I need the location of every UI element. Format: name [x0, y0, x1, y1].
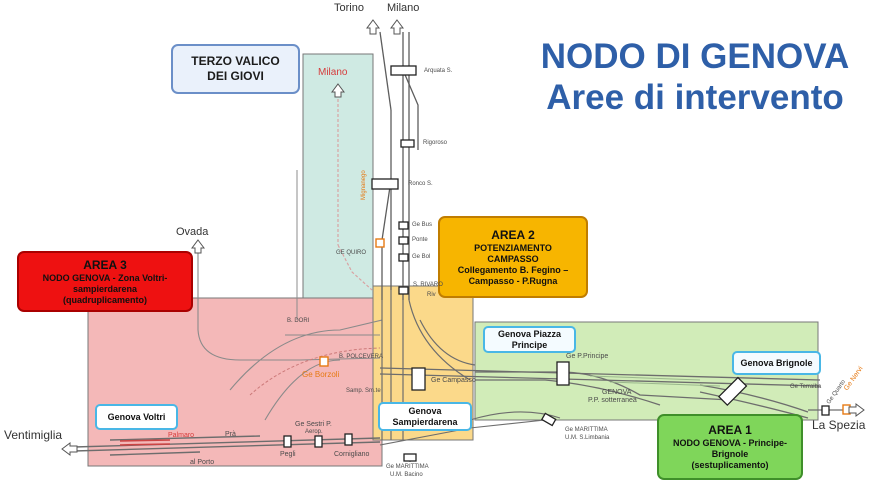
station-ge-bus: Ge Bus	[412, 222, 432, 229]
label-sampier-line1: Genova	[408, 406, 441, 417]
area3-line3: (quadruplicamento)	[63, 295, 147, 306]
station-ge-marittima: Ge MARITTIMA	[565, 427, 608, 434]
station-arquata: Arquata S.	[424, 68, 452, 75]
station-ge-quiliano: GE QUIRO	[336, 250, 366, 257]
area2-line4: Campasso - P.Rugna	[469, 276, 558, 287]
station-um-slimbania: U.M. S.Limbania	[565, 435, 609, 442]
area1-line3: (sestuplicamento)	[691, 460, 768, 471]
label-genova-sampierdarena: Genova Sampierdarena	[378, 402, 472, 431]
area1-heading: AREA 1	[708, 423, 752, 437]
station-ge-terralba: Ge Terralba	[790, 384, 821, 391]
station-ronco: Ronco S.	[408, 181, 433, 188]
station-al-porto: al Porto	[190, 459, 214, 466]
area2-line1: POTENZIAMENTO	[474, 243, 552, 254]
area1-line1: NODO GENOVA - Principe-	[673, 438, 787, 449]
station-genova-pp: GENOVA	[602, 389, 631, 396]
area2-box: AREA 2 POTENZIAMENTO CAMPASSO Collegamen…	[438, 216, 588, 298]
station-aerop: Aerop.	[305, 429, 323, 436]
label-genova-brignole: Genova Brignole	[732, 351, 821, 375]
station-pra: Prà	[225, 431, 236, 438]
label-brignole-text: Genova Brignole	[740, 358, 812, 369]
area1-line2: Brignole	[712, 449, 749, 460]
terzo-valico-box: TERZO VALICO DEI GIOVI	[171, 44, 300, 94]
destination-ovada: Ovada	[176, 226, 208, 238]
area3-heading: AREA 3	[83, 258, 127, 272]
destination-torino: Torino	[334, 2, 364, 14]
destination-la-spezia: La Spezia	[812, 419, 865, 431]
area2-line3: Collegamento B. Fegino –	[458, 265, 569, 276]
station-b-dori: B. DORI	[287, 318, 309, 325]
terzo-valico-line2: DEI GIOVI	[207, 69, 264, 84]
station-s-rivaro: S. RIVARO	[413, 282, 443, 289]
label-piazza-line2: Principe	[512, 340, 548, 351]
label-piazza-line1: Genova Piazza	[498, 329, 561, 340]
station-ge-borzoli: Ge Borzoli	[302, 371, 339, 378]
station-ge-marittima-bottom: Ge MARITTIMA	[386, 464, 429, 471]
destination-milano-corridor: Milano	[318, 67, 347, 79]
station-pp-sotterranea: P.P. sotterranea	[588, 397, 637, 404]
station-pegli: Pegli	[280, 451, 296, 458]
station-ge-campasso: Ge Campasso	[431, 377, 476, 384]
page-title: NODO DI GENOVA Aree di intervento	[520, 36, 870, 118]
station-ge-sestri: Ge Sestri P.	[295, 421, 332, 428]
destination-ventimiglia: Ventimiglia	[4, 429, 62, 441]
label-genova-voltri-text: Genova Voltri	[108, 412, 166, 423]
station-ponte: Ponte	[412, 237, 428, 244]
area2-heading: AREA 2	[491, 228, 535, 242]
area3-line1: NODO GENOVA - Zona Voltri-	[43, 273, 168, 284]
station-rigoroso: Rigoroso	[423, 140, 447, 147]
label-genova-voltri: Genova Voltri	[95, 404, 178, 430]
area3-line2: sampierdarena	[73, 284, 137, 295]
area1-box: AREA 1 NODO GENOVA - Principe- Brignole …	[657, 414, 803, 480]
destination-milano: Milano	[387, 2, 419, 14]
station-ge-bol: Ge Bol	[412, 254, 430, 261]
label-genova-piazza-principe: Genova Piazza Principe	[483, 326, 576, 353]
area3-box: AREA 3 NODO GENOVA - Zona Voltri- sampie…	[17, 251, 193, 312]
terzo-valico-line1: TERZO VALICO	[191, 54, 279, 69]
station-palmaro: Palmaro	[168, 432, 194, 439]
station-b-polcevera: B. POLCEVERA	[339, 354, 383, 361]
station-mignanego: Mignanego	[361, 170, 368, 200]
station-ge-principe: Ge P.Principe	[566, 353, 608, 360]
station-cornigliano: Cornigliano	[334, 451, 369, 458]
label-sampier-line2: Sampierdarena	[392, 417, 457, 428]
area2-line2: CAMPASSO	[487, 254, 538, 265]
page-title-line2: Aree di intervento	[520, 77, 870, 118]
station-samp-smte: Samp. Sm.te	[346, 388, 381, 395]
station-um-bacino: U.M. Bacino	[390, 472, 423, 479]
station-rivarolo: Riv	[427, 292, 436, 299]
page-title-line1: NODO DI GENOVA	[520, 36, 870, 77]
